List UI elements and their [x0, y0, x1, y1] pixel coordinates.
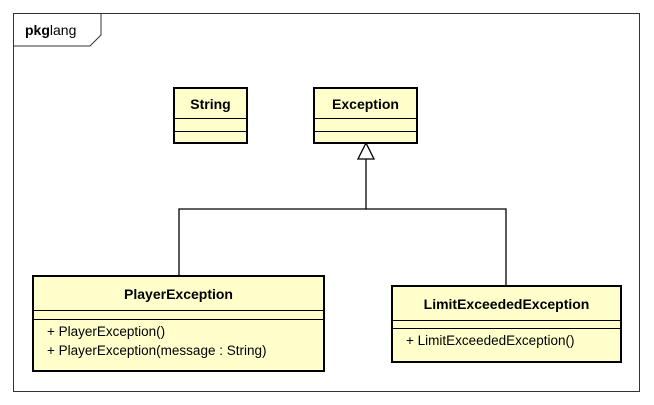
operation: + PlayerException()	[47, 324, 166, 339]
package-tab-outline	[13, 13, 102, 47]
package-label: pkglang	[25, 22, 76, 38]
generalization-line-player-exception	[178, 159, 367, 275]
compartment-divider	[175, 131, 246, 132]
class-name: LimitExceededException	[423, 295, 590, 312]
operation: + PlayerException(message : String)	[47, 343, 267, 358]
compartment-divider	[34, 310, 323, 319]
compartment-divider	[315, 131, 416, 132]
class-player-exception[interactable]: PlayerException + PlayerException() + Pl…	[32, 275, 325, 372]
class-string[interactable]: String	[173, 87, 248, 144]
compartment-divider	[315, 118, 416, 131]
compartment-divider	[175, 118, 246, 131]
class-limit-exceeded-exception[interactable]: LimitExceededException + LimitExceededEx…	[391, 285, 622, 363]
operations-compartment: + LimitExceededException()	[393, 328, 620, 350]
package-frame	[13, 13, 640, 392]
compartment-divider	[393, 320, 620, 328]
class-name: String	[190, 95, 231, 112]
class-exception[interactable]: Exception	[313, 87, 418, 144]
class-name: PlayerException	[124, 285, 233, 302]
class-name: Exception	[332, 95, 399, 112]
package-name: lang	[49, 22, 77, 38]
generalization-arrowhead	[356, 141, 376, 160]
generalization-line-limit-exceeded-exception	[366, 208, 507, 285]
package-keyword: pkg	[25, 22, 50, 38]
operations-compartment: + PlayerException() + PlayerException(me…	[34, 319, 323, 360]
operation: + LimitExceededException()	[406, 333, 575, 348]
